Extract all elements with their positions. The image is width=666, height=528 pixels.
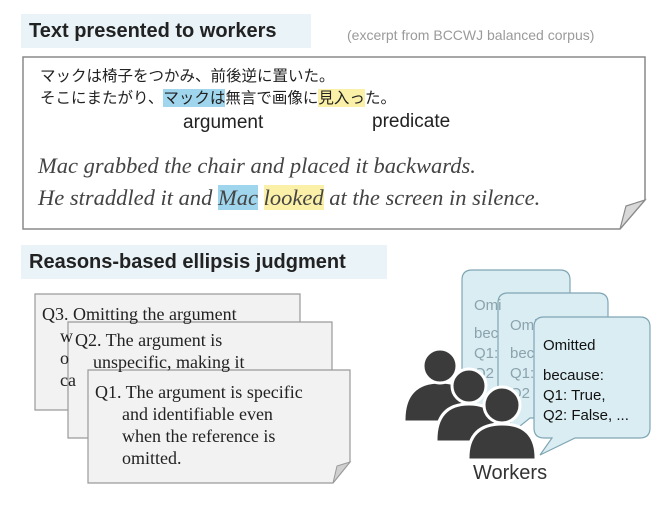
- japanese-text: 無言で画像に: [225, 89, 319, 107]
- bubble-middle-line: bec: [510, 345, 535, 362]
- bubble-middle-line: Q1:: [510, 365, 535, 382]
- japanese-sentence-1: マックは椅子をつかみ、前後逆に置いた。: [40, 67, 335, 85]
- bubble-front-line: Omitted: [543, 337, 596, 354]
- bubble-back-line: Q1:: [474, 345, 499, 362]
- japanese-sentence-2: そこにまたがり、マックは無言で画像に見入った。: [40, 88, 396, 108]
- question-q3-text: Q3. Omitting the argument w o ca: [42, 304, 237, 390]
- english-text: He straddled it and: [38, 185, 218, 210]
- english-argument-highlight: Mac: [218, 185, 258, 210]
- bubble-front-line: Q1: True,: [543, 387, 606, 404]
- english-predicate-highlight: looked: [263, 185, 324, 210]
- bubble-back-line: bec: [474, 325, 499, 342]
- argument-label: argument: [183, 112, 264, 133]
- bubble-back-line: Omi: [474, 297, 502, 314]
- japanese-predicate-highlight: 見入っ: [318, 89, 365, 107]
- section-title-text-presented: Text presented to workers: [21, 14, 311, 48]
- section-title-ellipsis-judgment: Reasons-based ellipsis judgment: [21, 245, 387, 279]
- bubble-front-line: because:: [543, 367, 604, 384]
- bubble-front-line: Q2: False, ...: [543, 407, 629, 424]
- question-card-q3: Q3. Omitting the argument w o ca: [36, 295, 299, 409]
- japanese-text: そこにまたがり、: [40, 89, 164, 107]
- question-q2-text: Q2. The argument is unspecific, making i…: [75, 330, 245, 372]
- bubble-middle-line: Omi: [510, 317, 538, 334]
- predicate-label: predicate: [372, 111, 451, 132]
- english-sentence-1: Mac grabbed the chair and placed it back…: [38, 153, 476, 178]
- question-card-q1: Q1. The argument is specific and identif…: [89, 371, 349, 482]
- source-note: (excerpt from BCCWJ balanced corpus): [347, 27, 595, 43]
- workers-label: Workers: [473, 462, 548, 484]
- english-text: at the screen in silence.: [323, 185, 541, 210]
- english-sentence-2: He straddled it and Mac looked at the sc…: [38, 183, 540, 213]
- question-card-q2: Q2. The argument is unspecific, making i…: [69, 323, 331, 437]
- japanese-argument-highlight: マックは: [163, 89, 226, 107]
- japanese-text: た。: [364, 89, 396, 107]
- question-q1-text: Q1. The argument is specific and identif…: [95, 382, 303, 468]
